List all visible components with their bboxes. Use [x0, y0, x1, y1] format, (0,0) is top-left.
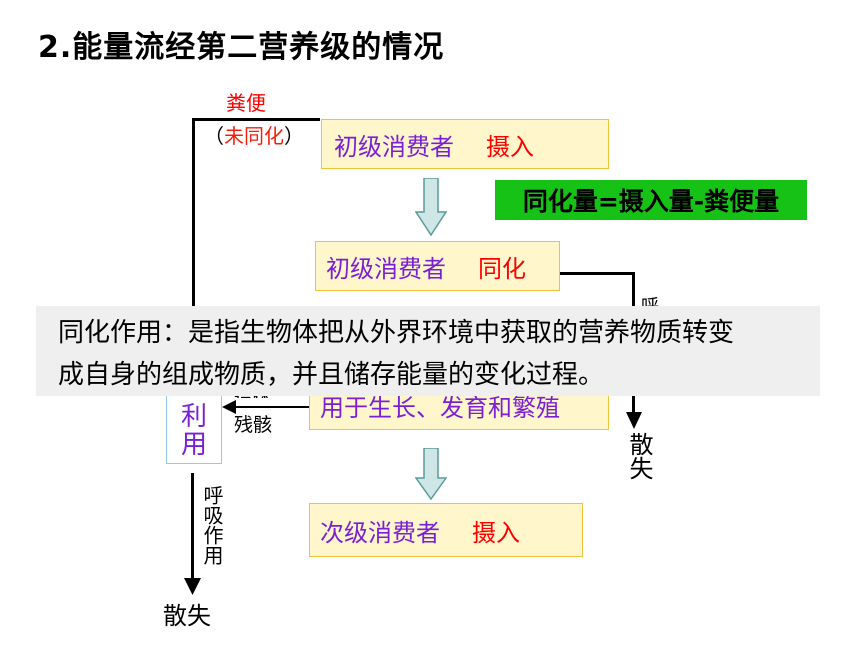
box4-accent: 摄入 [472, 518, 520, 547]
arrow-left-icon [222, 400, 236, 414]
secondary-consumer-intake-box: 次级消费者 摄入 [309, 503, 583, 557]
box4-main: 次级消费者 [320, 518, 440, 547]
feces-vertical-line [192, 118, 195, 308]
bottom-respiration-label: 呼吸作用 [200, 485, 224, 565]
bottom-respiration-line [191, 473, 194, 583]
arrow-down-icon [626, 412, 642, 429]
down-arrow-icon [415, 448, 447, 500]
definition-overlay: 同化作用：是指生物体把从外界环境中获取的营养物质转变 成自身的组成物质，并且储存… [36, 306, 820, 396]
bottom-dissipate-label: 散失 [163, 602, 211, 630]
primary-consumer-intake-box: 初级消费者 摄入 [321, 119, 609, 169]
primary-consumer-assimilation-box: 初级消费者 同化 [315, 241, 560, 291]
not-assimilated-label: （未同化） [204, 124, 304, 148]
feces-label: 粪便 [226, 91, 266, 115]
box3-main: 用于生长、发育和繁殖 [320, 393, 560, 422]
formula-badge: 同化量=摄入量-粪便量 [495, 180, 807, 220]
box1-main: 初级消费者 [334, 132, 454, 161]
arrow-down-icon [184, 578, 201, 595]
down-arrow-icon [415, 178, 447, 236]
remains-line [232, 406, 309, 408]
utilization-side-box: 利 用 [166, 384, 222, 464]
box2-main: 初级消费者 [326, 254, 446, 283]
box2-accent: 同化 [478, 254, 526, 283]
box1-accent: 摄入 [486, 132, 534, 161]
remains-label: 残骸 [234, 414, 273, 436]
definition-line-1: 同化作用：是指生物体把从外界环境中获取的营养物质转变 [58, 318, 735, 348]
page-title: 2.能量流经第二营养级的情况 [38, 30, 445, 65]
definition-line-2: 成自身的组成物质，并且储存能量的变化过程。 [58, 360, 605, 390]
feces-top-line [192, 118, 320, 121]
respiration-top-line [560, 272, 635, 275]
right-dissipate-label: 散失 [625, 432, 653, 480]
